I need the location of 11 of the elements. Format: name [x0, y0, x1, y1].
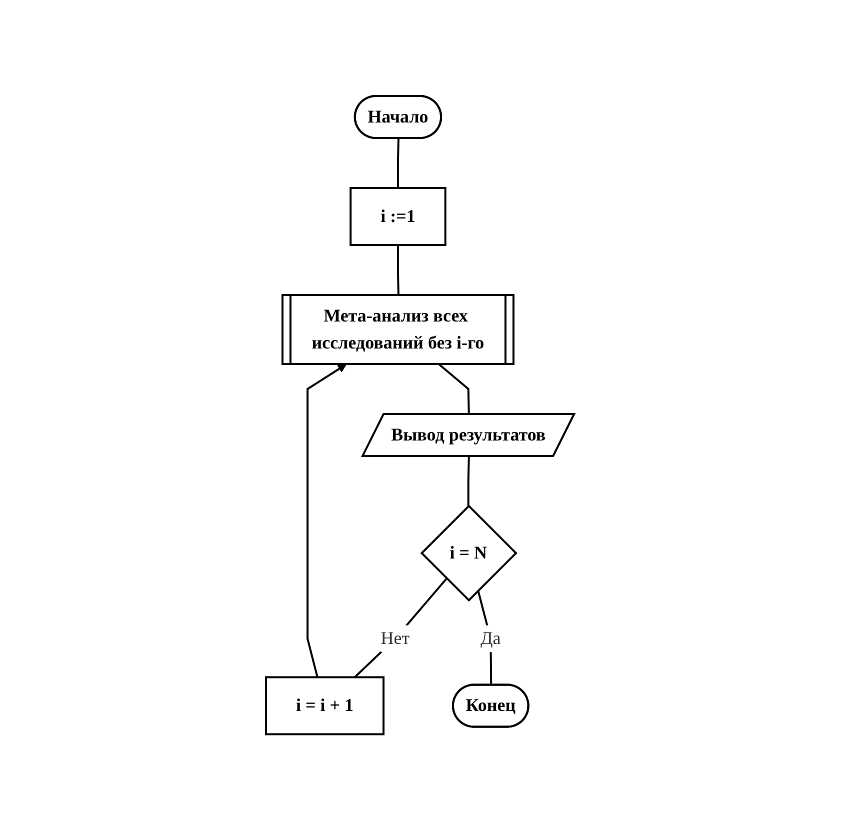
edge-label: Нет [381, 628, 410, 649]
connector [354, 578, 448, 678]
connector [397, 138, 400, 188]
node-box: i = i + 1 [265, 676, 385, 736]
connector [439, 364, 470, 415]
node-box: i :=1 [350, 187, 447, 246]
node-diamond: i = N [420, 504, 518, 602]
connector [468, 456, 470, 506]
connector [397, 245, 400, 296]
arrow [306, 364, 347, 678]
edge-label: Да [480, 628, 502, 649]
